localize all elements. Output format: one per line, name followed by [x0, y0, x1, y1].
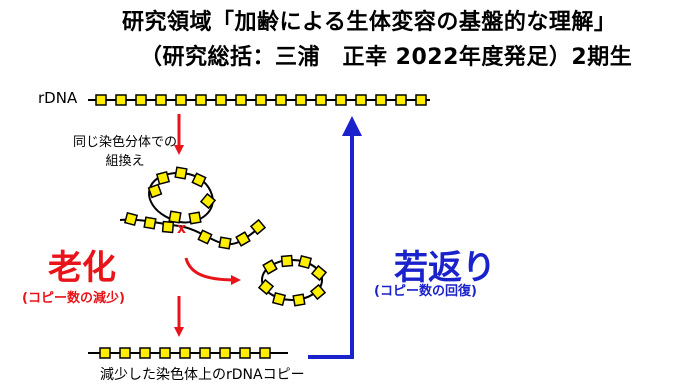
excision-arrow [184, 257, 241, 285]
extrachromosomal-rdna-circle [257, 254, 328, 307]
rdna-array-reduced [88, 347, 288, 359]
svg-text:x: x [177, 221, 186, 237]
reduced-rdna-label: 減少した染色体上のrDNAコピー [100, 367, 305, 383]
recombination-loop: x [119, 166, 267, 250]
rdna-label: rDNA [38, 89, 78, 107]
rejuvenation-label: 若返り [394, 248, 496, 288]
aging-sublabel: (コピー数の減少) [22, 291, 125, 306]
recombination-label-line1: 同じ染色分体での [72, 135, 177, 150]
recombination-label-line2: 組換え [105, 154, 145, 169]
rejuvenation-sublabel: (コピー数の回復) [374, 284, 477, 299]
recombination-label: 同じ染色分体での 組換え [65, 133, 185, 171]
rejuvenation-arrow [308, 116, 362, 359]
rdna-array-full [88, 94, 430, 106]
header-title-line1: 研究領域「加齢による生体変容の基盤的な理解」 [122, 10, 617, 35]
header-title-line2: （研究総括：三浦 正幸 2022年度発足）2期生 [140, 45, 633, 70]
aging-label: 老化 [48, 248, 116, 288]
